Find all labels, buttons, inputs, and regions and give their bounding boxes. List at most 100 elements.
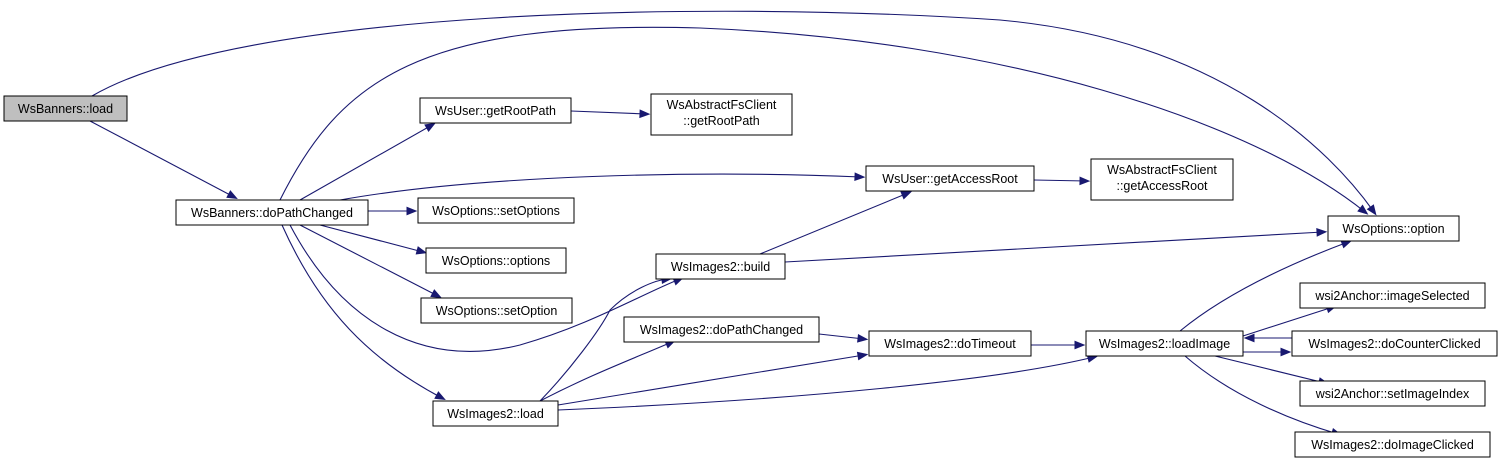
edge-line	[557, 356, 1095, 411]
node-wsimages2-dotimeout[interactable]: WsImages2::doTimeout	[868, 330, 1032, 357]
node-wsimages2-loadimage[interactable]: WsImages2::loadImage	[1085, 330, 1244, 357]
node-label-line1: WsAbstractFsClient	[667, 98, 777, 112]
arrowhead	[424, 122, 436, 132]
edge-line	[91, 10, 1375, 213]
node-wsoptions-setoption[interactable]: WsOptions::setOption	[420, 297, 573, 324]
node-wsimages2-docounterclicked[interactable]: WsImages2::doCounterClicked	[1291, 330, 1498, 357]
arrowhead	[1357, 204, 1369, 215]
edge-getrootpath-to-absfs-getrootpath	[570, 109, 651, 119]
edge-banners-load-to-option	[91, 10, 1377, 216]
arrowhead	[854, 172, 866, 182]
arrowhead	[856, 351, 869, 361]
node-wsuser-getrootpath[interactable]: WsUser::getRootPath	[419, 97, 572, 124]
edge-line	[1214, 355, 1326, 384]
arrowhead	[1316, 228, 1328, 237]
edge-line	[539, 278, 669, 402]
node-label: WsUser::getRootPath	[435, 104, 556, 118]
arrowhead	[1243, 333, 1255, 343]
node-wsuser-getaccessroot[interactable]: WsUser::getAccessRoot	[865, 165, 1035, 192]
node-wsoptions-setoptions[interactable]: WsOptions::setOptions	[417, 197, 575, 224]
node-label: WsBanners::doPathChanged	[191, 206, 353, 220]
arrowhead	[639, 109, 651, 119]
edge-dopathchanged-to-getrootpath	[299, 122, 436, 201]
node-label: WsImages2::doTimeout	[884, 337, 1016, 351]
edge-line	[818, 333, 865, 340]
node-label: WsImages2::doCounterClicked	[1308, 337, 1480, 351]
node-label: WsImages2::load	[447, 407, 544, 421]
node-wsbanners-load[interactable]: WsBanners::load	[3, 95, 128, 122]
edge-line	[279, 26, 1366, 213]
node-label: wsi2Anchor::setImageIndex	[1315, 387, 1470, 401]
arrowhead	[1079, 176, 1091, 186]
node-wsoptions-options[interactable]: WsOptions::options	[425, 247, 567, 274]
edge-dopathchanged-to-build	[289, 224, 685, 352]
node-wsoptions-option[interactable]: WsOptions::option	[1327, 215, 1460, 242]
edge-build-to-getaccessroot	[759, 191, 913, 255]
node-wsimages2-doimageclicked[interactable]: WsImages2::doImageClicked	[1294, 431, 1491, 458]
arrowhead	[1366, 204, 1377, 216]
node-wsimages2-load[interactable]: WsImages2::load	[432, 400, 559, 427]
edge-images2-load-to-dopathchanged	[539, 340, 676, 402]
arrowhead	[430, 289, 442, 298]
node-label-line2: ::getRootPath	[683, 114, 759, 128]
node-wsabstractfsclient-getaccessroot[interactable]: WsAbstractFsClient ::getAccessRoot	[1090, 158, 1234, 201]
edge-line	[1184, 355, 1339, 435]
node-label: WsUser::getAccessRoot	[882, 172, 1018, 186]
edge-line	[339, 173, 862, 201]
arrowhead	[434, 391, 446, 401]
edge-line	[1179, 241, 1349, 332]
edge-dopathchanged-to-setoption	[299, 224, 442, 298]
node-wsimages2-build[interactable]: WsImages2::build	[655, 253, 786, 280]
node-label: wsi2Anchor::imageSelected	[1314, 289, 1469, 303]
edge-images2-load-to-dotimeout	[557, 351, 869, 406]
edge-dopathchanged-to-option	[279, 26, 1369, 215]
edge-line	[1033, 179, 1087, 182]
node-label: WsImages2::doImageClicked	[1311, 438, 1474, 452]
call-edges	[89, 10, 1377, 437]
edge-dotimeout-to-loadimage	[1031, 340, 1086, 350]
node-label: WsImages2::loadImage	[1099, 337, 1230, 351]
node-label: WsImages2::build	[671, 260, 770, 274]
edge-dopathchanged-to-options	[319, 224, 428, 255]
node-label: WsOptions::options	[442, 254, 550, 268]
node-label: WsOptions::setOptions	[432, 204, 560, 218]
edge-line	[557, 354, 865, 406]
edge-line	[539, 341, 673, 402]
arrowhead	[900, 191, 913, 200]
node-wsbanners-dopathchanged[interactable]: WsBanners::doPathChanged	[175, 199, 369, 226]
edge-getaccessroot-to-absfs-getaccessroot	[1033, 176, 1091, 186]
node-label: WsBanners::load	[18, 102, 113, 116]
edge-dopathchanged-to-dotimeout	[818, 333, 869, 343]
edge-line	[1242, 306, 1334, 337]
edge-line	[289, 224, 681, 352]
node-wsi2anchor-imageselected[interactable]: wsi2Anchor::imageSelected	[1299, 282, 1486, 309]
edge-line	[299, 124, 433, 201]
edge-images2-load-to-loadimage	[557, 354, 1099, 411]
edge-line	[759, 192, 909, 255]
node-label-line2: ::getAccessRoot	[1116, 179, 1208, 193]
edge-line	[570, 110, 647, 115]
arrowhead	[1340, 240, 1353, 249]
arrowhead	[415, 246, 428, 255]
node-wsabstractfsclient-getrootpath[interactable]: WsAbstractFsClient ::getRootPath	[650, 93, 793, 136]
edge-dopathchanged-to-images2-load	[281, 224, 446, 401]
edge-banners-load-to-dopathchanged	[89, 120, 238, 200]
node-label: WsImages2::doPathChanged	[640, 323, 803, 337]
node-wsi2anchor-setimageindex[interactable]: wsi2Anchor::setImageIndex	[1299, 380, 1486, 407]
edge-line	[319, 224, 424, 253]
arrowhead	[406, 206, 418, 216]
edge-build-to-option	[784, 228, 1328, 263]
node-label: WsOptions::setOption	[436, 304, 558, 318]
node-wsimages2-dopathchanged[interactable]: WsImages2::doPathChanged	[623, 316, 820, 343]
arrowhead	[226, 190, 238, 200]
edge-docounterclicked-to-loadimage	[1243, 333, 1292, 343]
edge-line	[784, 231, 1324, 263]
edge-line	[299, 224, 439, 297]
edge-dopathchanged-to-setoptions	[368, 206, 418, 216]
edge-dopathchanged-to-getaccessroot	[339, 172, 866, 201]
edge-line	[281, 224, 443, 399]
arrowhead	[1074, 340, 1086, 350]
edge-loadimage-to-docounterclicked	[1243, 347, 1292, 357]
node-label: WsOptions::option	[1342, 222, 1444, 236]
